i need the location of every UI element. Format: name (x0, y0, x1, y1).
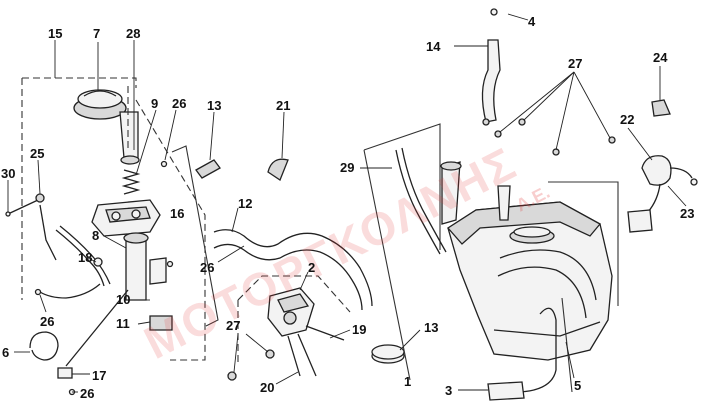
callout-1: 1 (404, 374, 411, 389)
hose-14 (481, 39, 501, 123)
callout-26-c: 26 (40, 314, 54, 329)
callout-27-b: 27 (568, 56, 582, 71)
left-assembly (5, 40, 206, 396)
hose-12 (213, 229, 373, 307)
callout-24: 24 (653, 50, 668, 65)
filter (149, 315, 173, 331)
callout-28: 28 (126, 26, 140, 41)
group-frame-2 (237, 275, 351, 366)
pump-stem (125, 237, 147, 301)
callout-3: 3 (445, 383, 452, 398)
callout-6: 6 (2, 345, 9, 360)
callout-20: 20 (260, 380, 274, 395)
clip-21 (267, 158, 289, 181)
callout-15: 15 (48, 26, 62, 41)
float (627, 209, 653, 233)
callout-26-a: 26 (172, 96, 186, 111)
breather-hose (395, 149, 441, 255)
spring (121, 169, 141, 195)
callout-30: 30 (1, 166, 15, 181)
callout-17: 17 (92, 368, 106, 383)
center-assembly (171, 111, 421, 385)
callout-27-a: 27 (226, 318, 240, 333)
callout-5: 5 (574, 378, 581, 393)
callout-22: 22 (620, 112, 634, 127)
callout-14: 14 (426, 39, 441, 54)
callout-4: 4 (528, 14, 536, 29)
callout-10: 10 (116, 292, 130, 307)
hose-clip (29, 331, 59, 361)
callout-26-b: 26 (200, 260, 214, 275)
fuel-sender (641, 155, 672, 186)
callout-21: 21 (276, 98, 290, 113)
callout-11: 11 (116, 316, 130, 331)
callout-23: 23 (680, 206, 694, 221)
callout-8: 8 (92, 228, 99, 243)
callout-16: 16 (170, 206, 184, 221)
callout-19: 19 (352, 322, 366, 337)
callout-13-a: 13 (207, 98, 221, 113)
fuel-pump-connector (487, 381, 525, 401)
callout-26-d: 26 (80, 386, 94, 401)
callout-2: 2 (308, 260, 315, 275)
tank-assembly (360, 8, 698, 401)
hose-13 (195, 159, 221, 179)
fuel-sender-cap (651, 99, 671, 117)
callout-labels: 15 7 28 9 26 13 21 25 30 16 12 8 26 18 2… (1, 14, 694, 401)
group-frame-15 (21, 77, 206, 361)
callout-25: 25 (30, 146, 44, 161)
callout-18: 18 (78, 250, 92, 265)
filler-neck (119, 111, 139, 159)
callout-13-b: 13 (424, 320, 438, 335)
callout-12: 12 (238, 196, 252, 211)
callout-9: 9 (151, 96, 158, 111)
callout-7: 7 (93, 26, 100, 41)
callout-29: 29 (340, 160, 354, 175)
